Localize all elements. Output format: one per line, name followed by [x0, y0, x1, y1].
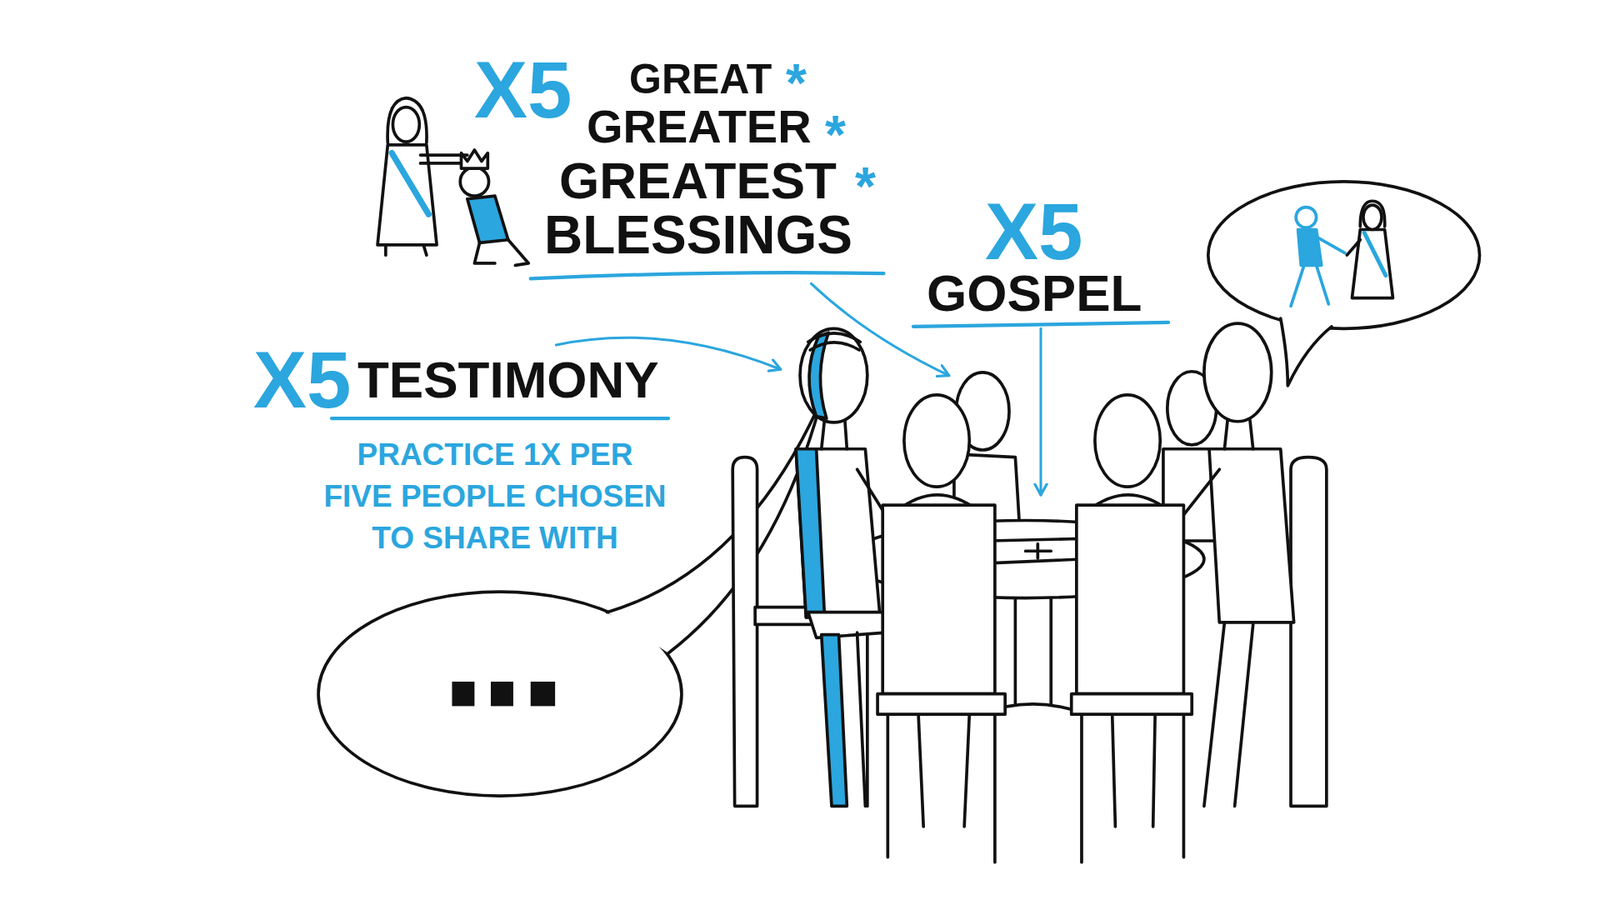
table-scene — [1076, 505, 1185, 695]
leader-line — [913, 322, 1169, 327]
table-scene — [795, 449, 880, 618]
speech-bubble — [1316, 236, 1345, 254]
table-scene — [1209, 449, 1295, 623]
table-scene — [1071, 694, 1192, 715]
table-scene — [1081, 714, 1184, 863]
table-scene — [1290, 457, 1327, 807]
multiplier-label: X5 — [474, 50, 572, 130]
multiplier-label: X5 — [985, 191, 1083, 272]
table-scene — [800, 328, 868, 423]
speech-bubble — [1280, 318, 1332, 386]
blessing-word: GREATER — [586, 103, 812, 150]
table-scene — [865, 624, 870, 806]
table-scene — [1204, 622, 1254, 806]
speech-bubble — [1298, 230, 1322, 266]
blessing-figure — [508, 240, 529, 266]
table-scene — [904, 395, 970, 487]
table-scene — [1204, 323, 1272, 422]
speech-bubble — [451, 681, 475, 706]
table-scene — [821, 635, 848, 807]
speech-bubble — [1208, 181, 1480, 329]
speech-bubble — [1295, 207, 1316, 228]
speech-bubble — [1363, 205, 1382, 230]
table-scene — [821, 420, 848, 449]
leader-line — [1039, 328, 1042, 495]
speech-bubble — [490, 681, 514, 706]
table-scene — [987, 539, 1082, 564]
blessing-word: GREATEST — [559, 155, 837, 207]
blessing-word: BLESSINGS — [544, 208, 853, 262]
table-scene — [808, 612, 889, 639]
blessing-figure — [460, 150, 488, 169]
leader-line — [331, 416, 669, 420]
table-scene — [808, 333, 860, 350]
table-scene — [887, 714, 995, 863]
blessing-figure — [385, 245, 427, 255]
table-scene — [882, 505, 995, 695]
asterisk-mark: * — [855, 160, 876, 214]
heading-word: GOSPEL — [926, 267, 1142, 320]
table-scene — [857, 632, 866, 806]
blessing-figure — [467, 195, 509, 243]
table-scene — [877, 694, 1005, 715]
blessing-figure — [392, 107, 420, 143]
table-scene — [1015, 598, 1051, 705]
table-scene — [732, 457, 757, 807]
asterisk-mark: * — [785, 56, 807, 110]
multiplier-label: X5 — [253, 340, 351, 420]
blessing-figure — [377, 145, 437, 245]
blessing-figure — [460, 167, 489, 196]
table-scene — [1224, 420, 1253, 449]
table-scene — [732, 323, 1327, 863]
speech-bubble — [1290, 265, 1329, 306]
speech-bubble — [1346, 240, 1360, 255]
speech-bubble — [530, 681, 555, 706]
blessing-word: GREAT — [629, 58, 772, 100]
blessing-figure — [474, 242, 495, 263]
speech-bubble — [1364, 232, 1386, 275]
table-scene — [795, 449, 825, 618]
leader-line — [530, 272, 885, 279]
blessing-figure — [387, 98, 427, 144]
table-scene — [1025, 544, 1052, 559]
heading-word: TESTIMONY — [357, 354, 660, 406]
note-text: PRACTICE 1X PER FIVE PEOPLE CHOSEN TO SH… — [295, 434, 695, 560]
table-scene — [1095, 395, 1160, 487]
